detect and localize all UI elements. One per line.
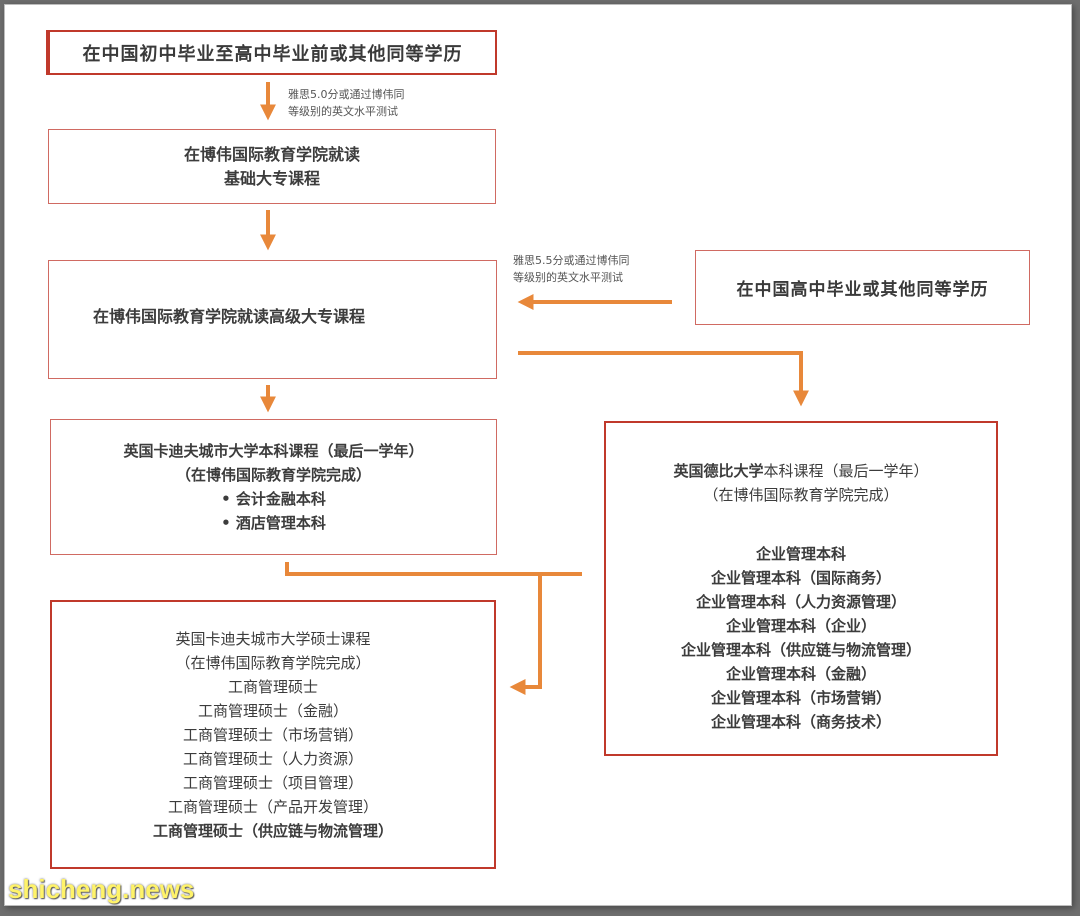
derby-item: 企业管理本科（人力资源管理） [695, 593, 906, 611]
note-ielts-55: 雅思5.5分或通过博伟同 等级别的英文水平测试 [513, 254, 630, 284]
master-line: 工商管理硕士（供应链与物流管理） [152, 821, 393, 840]
box-foundation-diploma: 在博伟国际教育学院就读 基础大专课程 [48, 129, 496, 204]
master-line: 英国卡迪夫城市大学硕士课程 [175, 629, 371, 648]
master-line: 工商管理硕士（人力资源） [182, 749, 363, 768]
box-foundation-line-2: 基础大专课程 [223, 168, 320, 188]
box-derby-bachelor: 英国德比大学本科课程（最后一学年） （在博伟国际教育学院完成） 企业管理本科 企… [604, 421, 998, 756]
derby-item: 企业管理本科（市场营销） [710, 689, 891, 707]
derby-item: 企业管理本科（金融） [725, 665, 876, 683]
master-line: （在博伟国际教育学院完成） [175, 653, 371, 672]
box-cardiff-master: 英国卡迪夫城市大学硕士课程 （在博伟国际教育学院完成） 工商管理硕士 工商管理硕… [50, 600, 496, 869]
box-derby-heading: 英国德比大学本科课程（最后一学年） [673, 462, 929, 480]
box-advanced-title: 在博伟国际教育学院就读高级大专课程 [93, 306, 366, 326]
box-cardiff-line-3: • 会计金融本科 [221, 490, 326, 508]
arrow-to-box7 [509, 574, 542, 695]
box-senior-high-entry: 在中国高中毕业或其他同等学历 [695, 250, 1030, 325]
derby-item: 企业管理本科（企业） [725, 617, 876, 635]
box-junior-high-title: 在中国初中毕业至高中毕业前或其他同等学历 [82, 43, 463, 65]
master-line: 工商管理硕士（产品开发管理） [167, 797, 378, 816]
box-senior-high-title: 在中国高中毕业或其他同等学历 [736, 280, 989, 300]
box-cardiff-line-2: （在博伟国际教育学院完成） [175, 466, 371, 484]
box-cardiff-line-1: 英国卡迪夫城市大学本科课程（最后一学年） [123, 442, 424, 460]
box-cardiff-line-4: • 酒店管理本科 [221, 514, 326, 532]
box-foundation-line-1: 在博伟国际教育学院就读 [183, 144, 360, 164]
arrow-box3-to-box6 [518, 351, 809, 407]
box-cardiff-bachelor: 英国卡迪夫城市大学本科课程（最后一学年） （在博伟国际教育学院完成） • 会计金… [50, 419, 497, 555]
derby-item: 企业管理本科（国际商务） [710, 569, 891, 587]
connector-box5-box6 [285, 562, 582, 576]
derby-item: 企业管理本科 [755, 545, 846, 563]
box-derby-subheading: （在博伟国际教育学院完成） [703, 486, 899, 504]
derby-item: 企业管理本科（商务技术） [710, 713, 891, 731]
master-line: 工商管理硕士（金融） [197, 701, 348, 720]
master-line: 工商管理硕士 [227, 677, 318, 696]
master-line: 工商管理硕士（项目管理） [182, 773, 363, 792]
master-line: 工商管理硕士（市场营销） [182, 725, 363, 744]
box-advanced-diploma: 在博伟国际教育学院就读高级大专课程 [48, 260, 497, 379]
box-junior-high-entry: 在中国初中毕业至高中毕业前或其他同等学历 [46, 30, 497, 75]
derby-item: 企业管理本科（供应链与物流管理） [680, 641, 921, 659]
note-ielts-5: 雅思5.0分或通过博伟同 等级别的英文水平测试 [288, 88, 405, 118]
watermark: shicheng.news [8, 874, 195, 904]
